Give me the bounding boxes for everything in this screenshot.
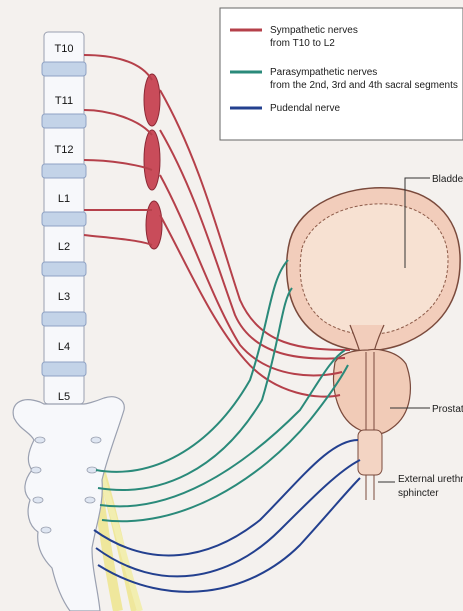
vertebra-label-l2: L2 <box>58 241 70 253</box>
legend-sympathetic-line1: Sympathetic nerves <box>270 25 358 36</box>
vertebra-label-l4: L4 <box>58 341 70 353</box>
vertebra-label-t12: T12 <box>55 144 74 156</box>
pudendal-nerves <box>94 440 360 592</box>
legend-parasympathetic-line1: Parasympathetic nerves <box>270 67 377 78</box>
vertebra-label-l1: L1 <box>58 193 70 205</box>
sphincter-label-line1: External urethral <box>398 474 463 485</box>
disc <box>42 262 86 276</box>
legend-pudendal-line1: Pudendal nerve <box>270 103 340 114</box>
vertebra-label-l3: L3 <box>58 291 70 303</box>
disc <box>42 312 86 326</box>
sphincter-label-line2: sphincter <box>398 488 439 499</box>
disc <box>42 62 86 76</box>
vertebra-label-t11: T11 <box>55 95 73 107</box>
disc <box>42 164 86 178</box>
external-urethral-sphincter <box>358 430 382 475</box>
disc <box>42 212 86 226</box>
vertebra-label-l5: L5 <box>58 391 70 403</box>
bladder <box>287 188 461 360</box>
bladder-label: Bladder <box>432 174 463 185</box>
vertebra-label-t10: T10 <box>55 43 74 55</box>
legend: Sympathetic nerves from T10 to L2 Parasy… <box>220 8 463 140</box>
legend-sympathetic-line2: from T10 to L2 <box>270 38 335 49</box>
disc <box>42 114 86 128</box>
prostate-label: Prostate <box>432 404 463 415</box>
legend-parasympathetic-line2: from the 2nd, 3rd and 4th sacral segment… <box>270 80 458 91</box>
disc <box>42 362 86 376</box>
sympathetic-ganglia <box>144 74 162 249</box>
